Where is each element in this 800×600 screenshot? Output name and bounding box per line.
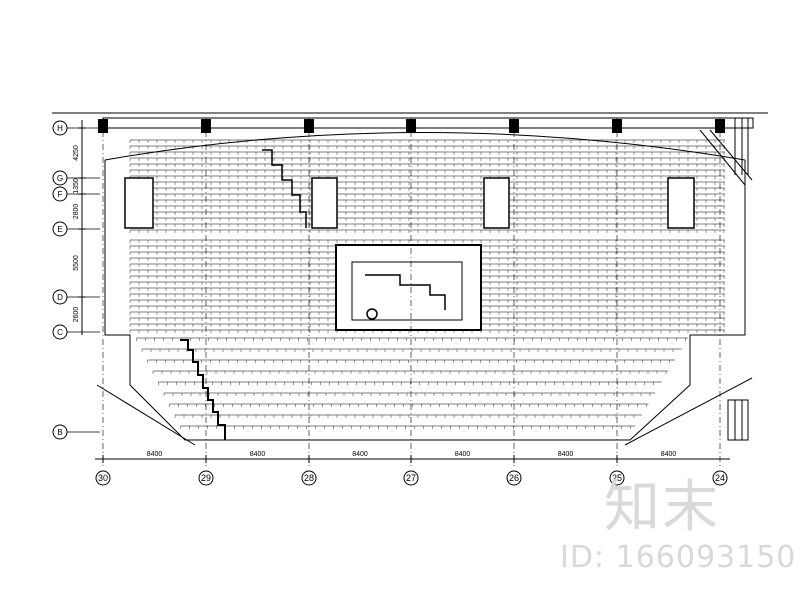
stair-core-right [667,177,695,229]
bay-dimension-2: 8400 [352,451,368,458]
column-label-26: 26 [509,473,519,483]
roof-band [102,117,754,129]
right-edge-detail [699,118,753,441]
column-label-30: 30 [98,473,108,483]
column-label-24: 24 [715,473,725,483]
seating-rows [129,139,725,429]
row-label-D: D [57,293,63,302]
column-label-29: 29 [201,473,211,483]
bay-dimension-3: 8400 [455,451,471,458]
watermark-logo: 知末 [604,475,720,540]
row-label-G: G [57,174,63,183]
central-core [335,244,482,331]
roof-curve [104,132,746,161]
column-label-25: 25 [612,473,622,483]
stepped-stair-left [180,339,226,440]
row-label-H: H [57,124,63,133]
column-bubbles: 30 29 28 27 26 25 24 [95,470,728,486]
row-axis-lines [66,127,100,433]
row-dimension-0: 4250 [73,145,80,161]
row-dimension-1: 1350 [73,178,80,194]
bay-dimension-1: 8400 [250,451,266,458]
row-dimension-2: 2800 [73,204,80,220]
row-label-C: C [57,328,63,337]
watermark-id: ID: 166093150 [560,540,797,575]
row-bubbles: H GF E D C B [52,120,68,440]
stair-core-27 [483,177,510,229]
left-wing-line [96,384,196,446]
bay-dimension-0: 8400 [147,451,163,458]
bay-dimension-5: 8400 [661,451,677,458]
column-axis-lines [98,118,725,466]
row-dimension-3: 5500 [73,255,80,271]
row-label-B: B [57,428,62,437]
stair-core-29 [311,177,338,229]
bay-dimension-labels: 8400 8400 8400 8400 8400 8400 [102,451,677,463]
central-core-inner [351,261,463,321]
bay-dimension-4: 8400 [558,451,574,458]
column-label-27: 27 [406,473,416,483]
row-dimension-labels: 4250 1350 2800 5500 2600 [73,127,86,323]
central-stair [365,274,446,310]
stepped-stair-upper [262,149,307,228]
building-outline [104,160,746,441]
row-label-F: F [58,190,63,199]
row-label-E: E [57,225,62,234]
stair-marker [366,308,378,320]
column-label-28: 28 [304,473,314,483]
right-wing-line [624,377,753,446]
row-dimension-4: 2600 [73,307,80,323]
stair-core-left [124,177,154,229]
